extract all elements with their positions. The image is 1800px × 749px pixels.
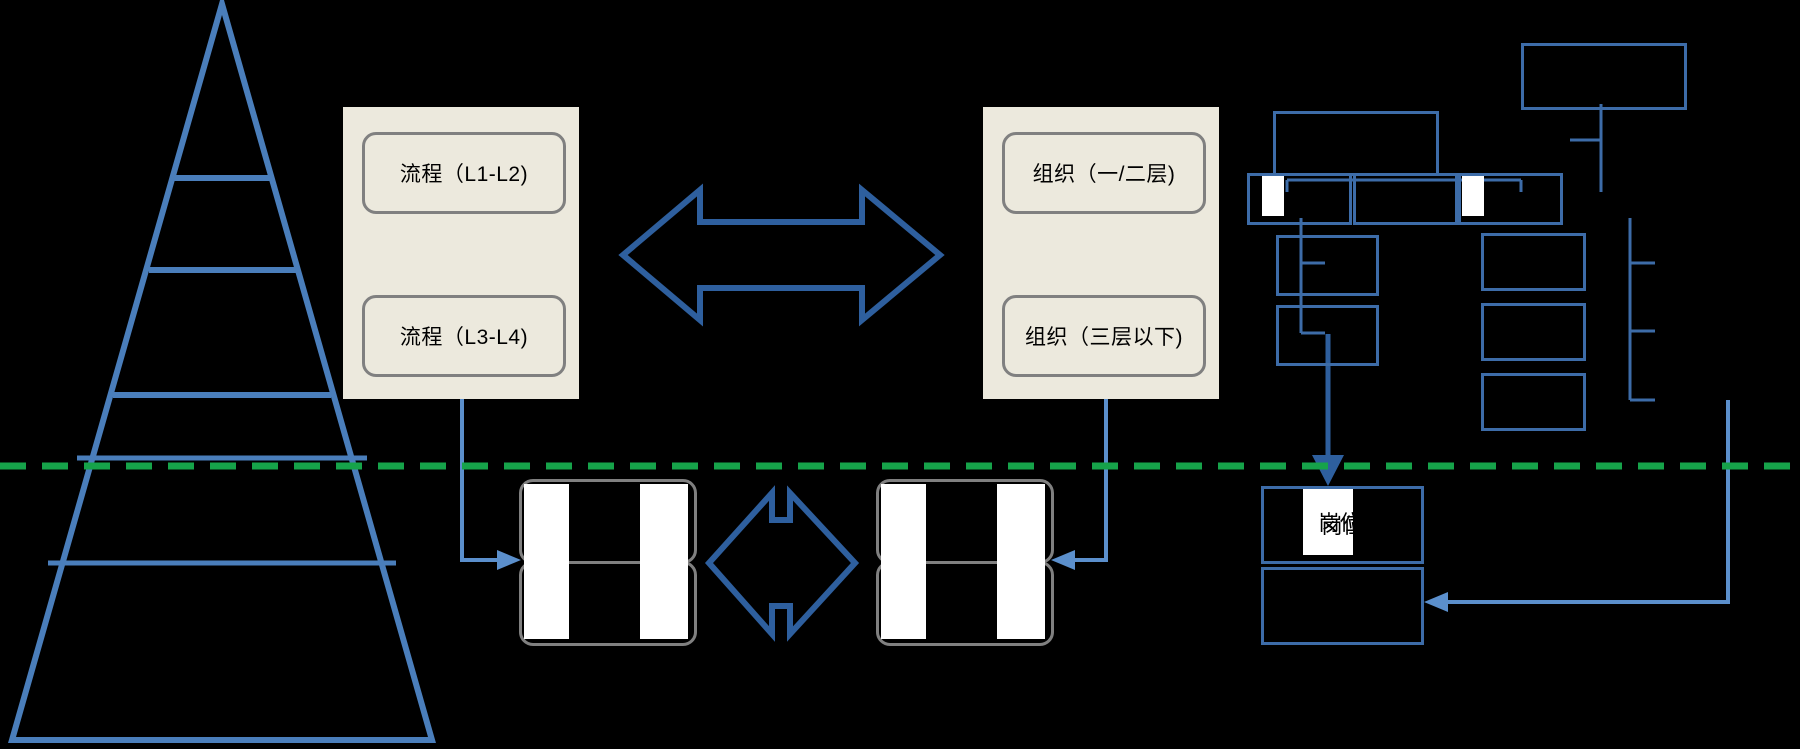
position-box-label-text: 岗位 xyxy=(1318,512,1361,535)
position-box-label: 岗位 xyxy=(1321,515,1364,538)
bottom-left-redaction-b xyxy=(640,484,688,639)
process-l1-l2-box[interactable]: 流程（L1-L2) xyxy=(362,132,566,214)
org-node-c1a-label xyxy=(1279,238,1376,293)
bottom-left-redaction-a xyxy=(524,484,569,639)
process-to-activity-arrow xyxy=(460,372,521,570)
org-node-c1-redaction xyxy=(1262,176,1284,216)
org-node-root-label xyxy=(1524,46,1684,107)
org-node-c3a[interactable] xyxy=(1481,233,1586,291)
org-level12-box[interactable]: 组织（一/二层) xyxy=(1002,132,1206,214)
org-level12-label: 组织（一/二层) xyxy=(1032,163,1176,186)
position-box-redaction xyxy=(1303,489,1353,555)
org-level3plus-label: 组织（三层以下) xyxy=(1025,326,1183,349)
bottom-right-redaction-a xyxy=(881,484,926,639)
org-node-c3-redaction xyxy=(1462,176,1484,216)
org-node-root[interactable] xyxy=(1521,43,1687,110)
org-node-c1a[interactable] xyxy=(1276,235,1379,296)
org-node-staff[interactable] xyxy=(1273,111,1439,176)
org-node-staff-label xyxy=(1276,114,1436,173)
org-node-c3b[interactable] xyxy=(1481,303,1586,361)
activity-double-arrow xyxy=(704,485,860,642)
capability-pyramid xyxy=(8,0,436,743)
org-node-c1b-label xyxy=(1279,308,1376,363)
process-org-double-arrow xyxy=(618,183,945,327)
org-node-c1b[interactable] xyxy=(1276,305,1379,366)
org-node-c2[interactable] xyxy=(1353,173,1458,225)
org-node-c3c-label xyxy=(1484,376,1583,428)
bottom-right-activity-card-bottom[interactable] xyxy=(876,561,1054,646)
orgchart-to-bottom-arrow xyxy=(1424,400,1730,612)
position-box[interactable]: 岗位 xyxy=(1261,486,1424,564)
bottom-left-activity-card-bottom[interactable] xyxy=(519,561,697,646)
bottom-right-redaction-b xyxy=(997,484,1045,639)
position-box-2-label xyxy=(1264,570,1421,642)
org-node-c3b-label xyxy=(1484,306,1583,358)
org-node-c2-label xyxy=(1356,176,1455,222)
org-node-c3[interactable] xyxy=(1458,173,1563,225)
org-to-activity-arrow xyxy=(1051,372,1108,570)
process-l3-l4-label: 流程（L3-L4) xyxy=(399,326,529,349)
org-node-c1[interactable] xyxy=(1247,173,1352,225)
process-l3-l4-box[interactable]: 流程（L3-L4) xyxy=(362,295,566,377)
position-box-2[interactable] xyxy=(1261,567,1424,645)
org-level3plus-box[interactable]: 组织（三层以下) xyxy=(1002,295,1206,377)
process-l1-l2-label: 流程（L1-L2) xyxy=(399,163,529,186)
position-box-label-overlay: 岗位 xyxy=(1261,486,1418,558)
org-node-c3a-label xyxy=(1484,236,1583,288)
org-node-c3c[interactable] xyxy=(1481,373,1586,431)
